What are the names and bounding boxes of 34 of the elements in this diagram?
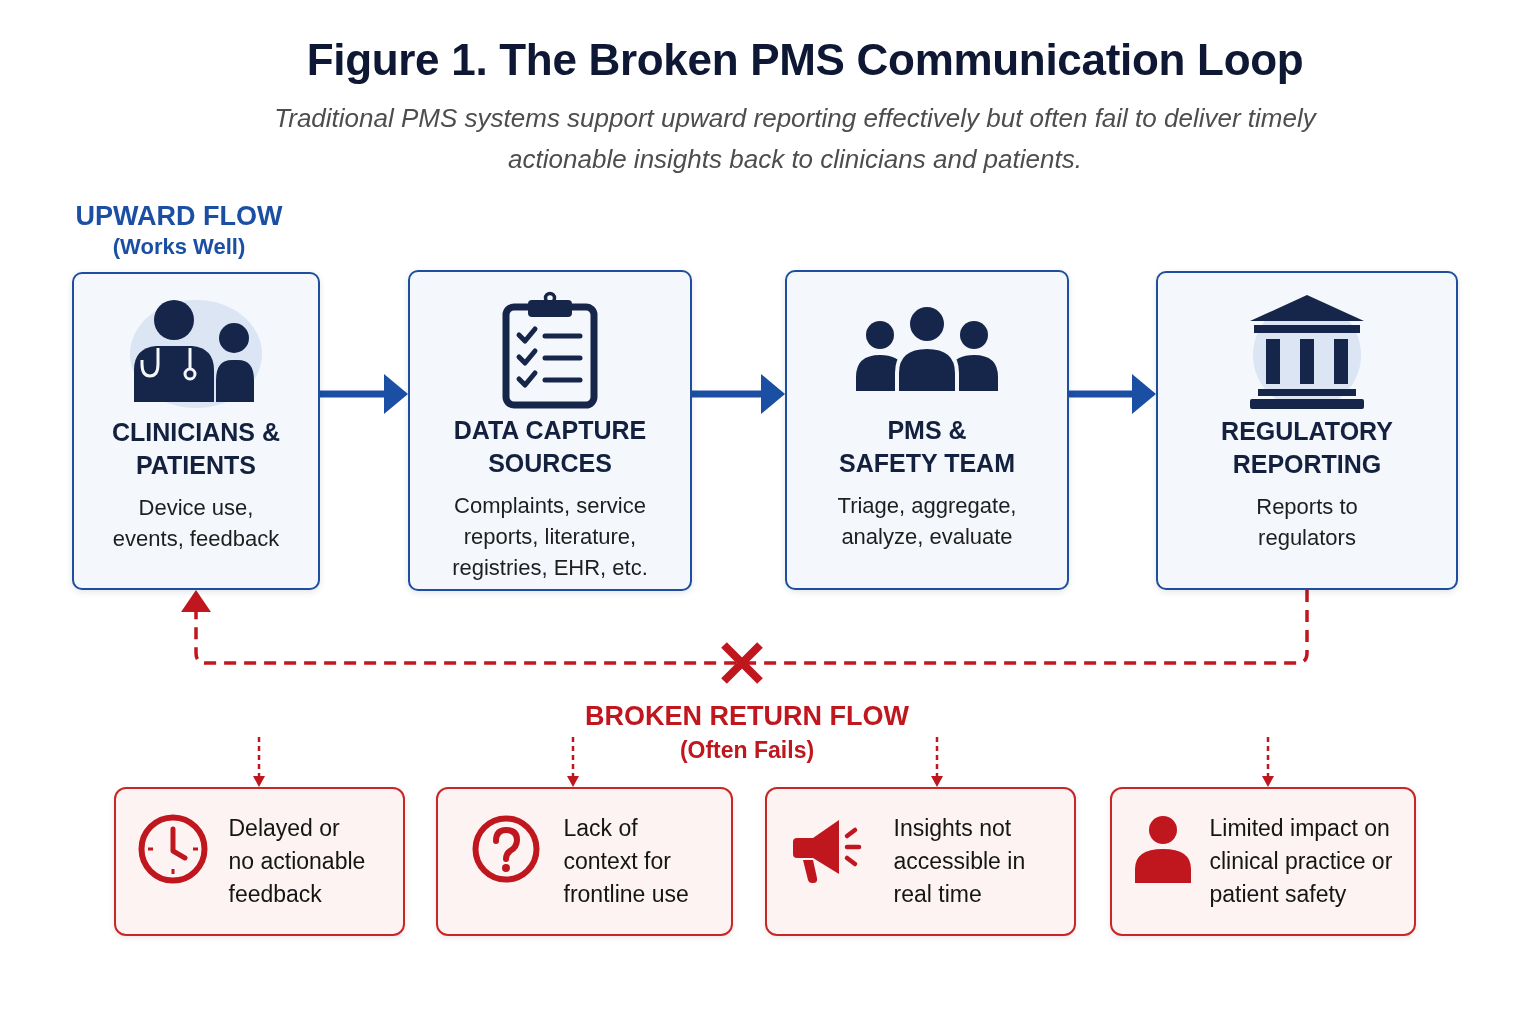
arrow	[320, 374, 408, 414]
issue-box	[436, 787, 733, 936]
flow-label: UPWARD FLOW	[75, 201, 283, 233]
flow-label: (Often Fails)	[679, 737, 815, 764]
issue-text: Lack of context for frontline use	[563, 814, 690, 909]
figure-subtitle: Traditional PMS systems support upward reporting effectively but often fail to deliver timely actionable insights back to clinicians and patients.	[273, 102, 1318, 176]
flow-label: (Works Well)	[112, 234, 246, 260]
box-heading: DATA CAPTURE SOURCES	[452, 415, 648, 479]
figure-title: Figure 1. The Broken PMS Communication Loop	[306, 34, 1304, 86]
process-box	[72, 272, 320, 590]
box-heading: CLINICIANS & PATIENTS	[110, 417, 282, 481]
dashed-arrow	[181, 590, 1309, 665]
box-description: Complaints, service reports, literature, registries, EHR, etc.	[451, 492, 649, 582]
dashed-arrow	[253, 737, 265, 787]
flow-label: BROKEN RETURN FLOW	[585, 701, 909, 733]
process-box	[1156, 271, 1458, 590]
issue-box	[765, 787, 1076, 936]
dashed-arrow	[931, 737, 943, 787]
box-description: Reports to regulators	[1255, 493, 1359, 552]
dashed-arrow	[1262, 737, 1274, 787]
issue-text: Insights not accessible in real time	[893, 814, 1027, 909]
issue-box	[114, 787, 405, 936]
issue-text: Limited impact on clinical practice or patient safety	[1209, 814, 1394, 909]
process-box	[408, 270, 692, 591]
box-description: Device use, events, feedback	[111, 494, 281, 553]
issue-text: Delayed or no actionable feedback	[228, 814, 367, 909]
dashed-arrow	[567, 737, 579, 787]
process-box	[785, 270, 1069, 590]
arrow	[692, 374, 785, 414]
box-heading: PMS & SAFETY TEAM	[838, 415, 1016, 479]
box-description: Triage, aggregate, analyze, evaluate	[836, 492, 1018, 551]
issue-box	[1110, 787, 1416, 936]
box-heading: REGULATORY REPORTING	[1220, 416, 1394, 480]
arrow	[1069, 374, 1156, 414]
